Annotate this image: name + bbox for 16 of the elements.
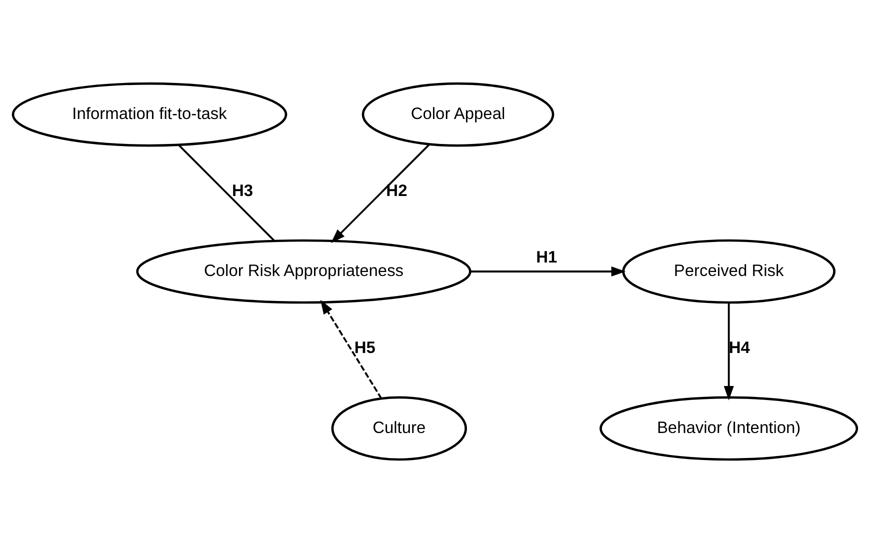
node-ellipse: Perceived Risk: [622, 238, 836, 304]
edge-label: H5: [354, 338, 376, 357]
node-ellipse: Color Appeal: [362, 82, 554, 146]
edge-label: H4: [728, 338, 750, 357]
edge-label: H1: [536, 248, 558, 266]
connector: [178, 144, 276, 241]
arrow: [320, 299, 382, 398]
edge-label: H2: [386, 182, 408, 200]
node-ellipse: Culture: [331, 396, 467, 460]
node-ellipse: Behavior (Intention): [600, 396, 858, 460]
node-ellipse: Information fit-to-task: [12, 82, 288, 146]
arrow: [470, 266, 626, 276]
edge-label: H3: [232, 182, 253, 200]
arrow: [330, 142, 430, 243]
node-ellipse: Color Risk Appropriateness: [136, 238, 472, 304]
arrow: [724, 302, 734, 400]
